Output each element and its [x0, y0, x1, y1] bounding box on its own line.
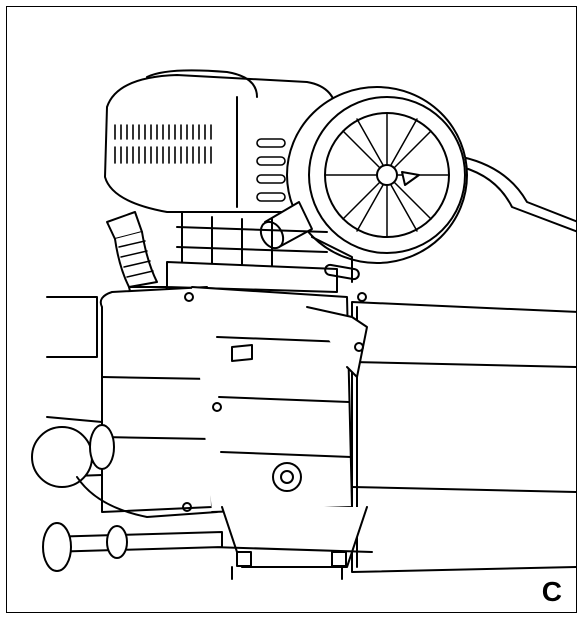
compressor-illustration — [31, 69, 576, 580]
cylinder-fins — [166, 211, 360, 293]
vent-slots — [114, 124, 286, 202]
pump-body — [99, 286, 368, 513]
base — [211, 506, 373, 580]
air-tank — [351, 301, 576, 573]
figure-frame: C — [6, 6, 577, 613]
hose — [461, 156, 576, 233]
figure-label: C — [541, 576, 562, 607]
air-filter — [286, 86, 468, 264]
pipes — [31, 296, 223, 572]
